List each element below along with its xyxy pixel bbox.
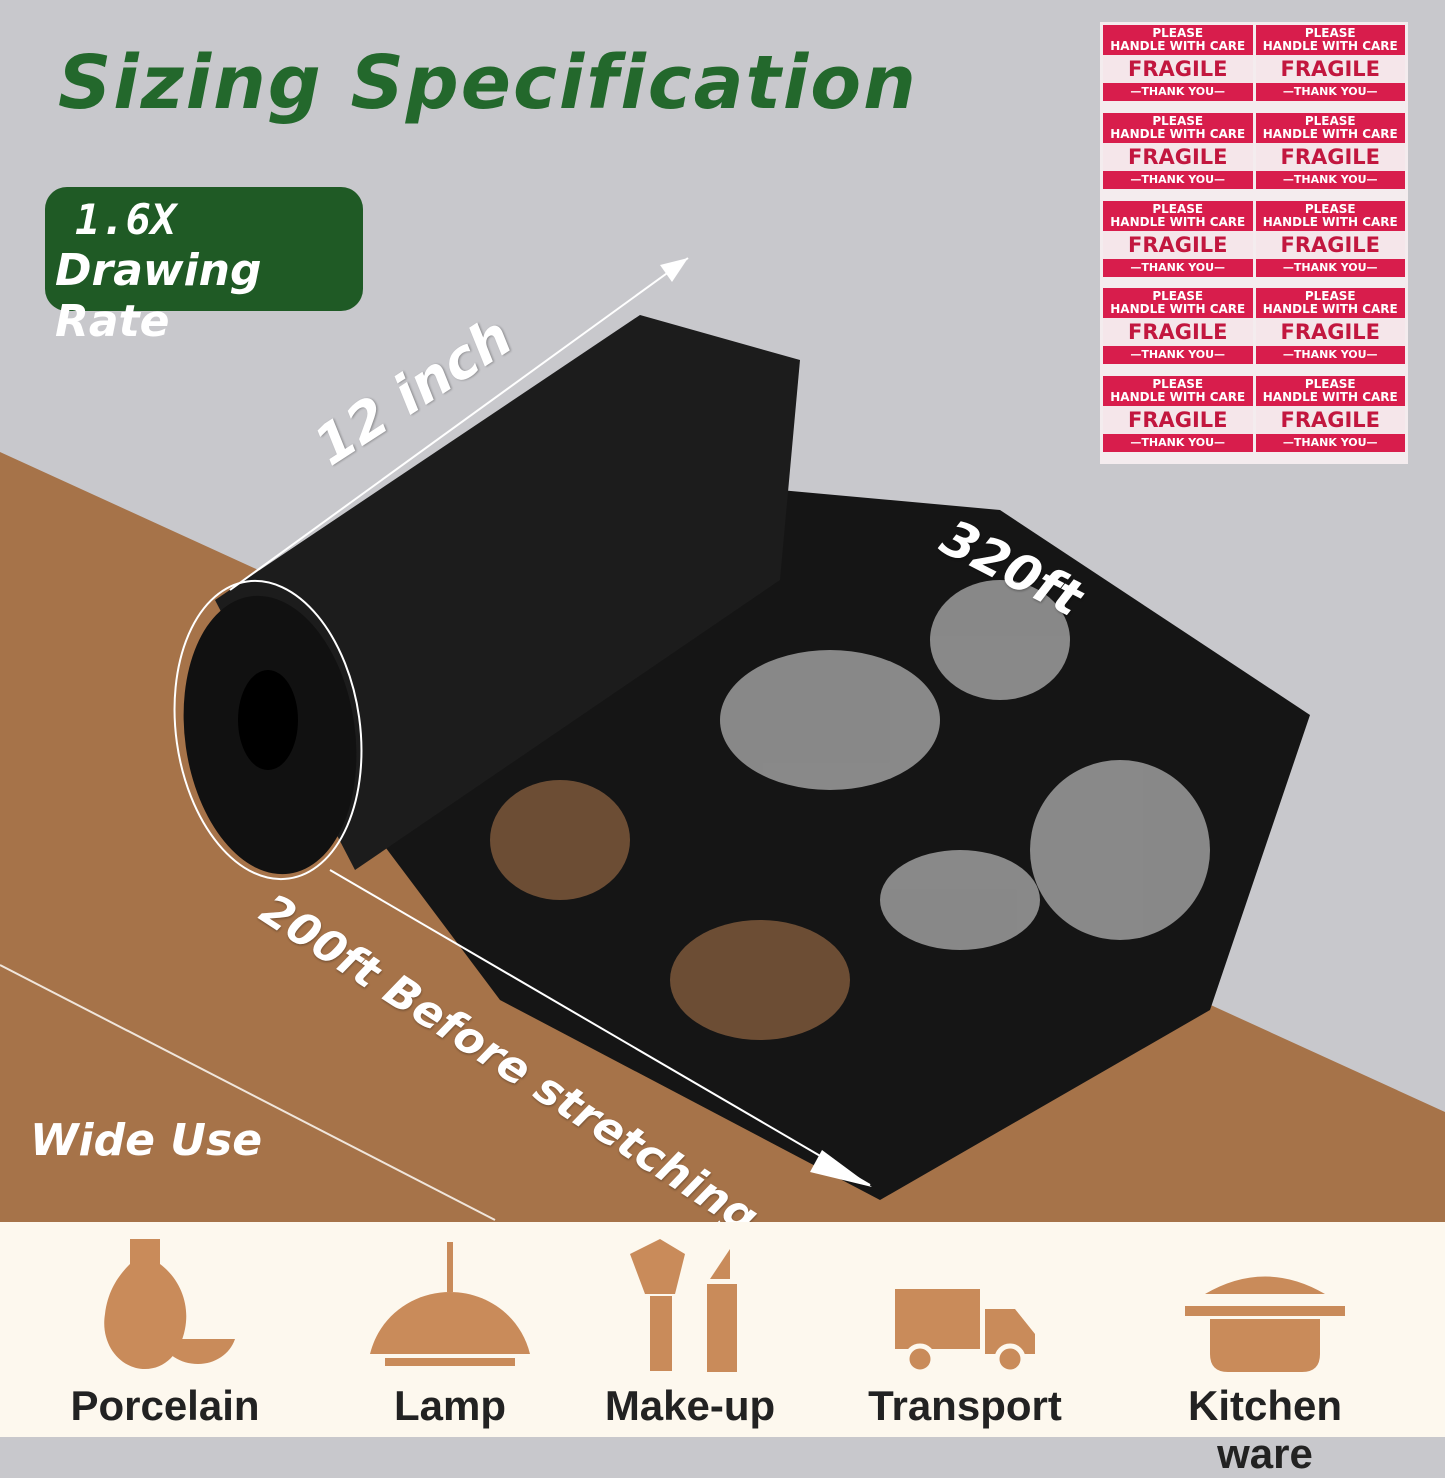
sticker-thanks: —THANK YOU— (1103, 170, 1253, 189)
sticker-thanks: —THANK YOU— (1255, 83, 1405, 101)
honeycomb-pattern (720, 580, 1210, 950)
sticker-handle: HANDLE WITH CARE (1110, 390, 1246, 405)
sticker-handle: HANDLE WITH CARE (1110, 302, 1246, 317)
vase-bowl-icon (104, 1239, 235, 1369)
sticker-please: PLEASE (1152, 201, 1204, 216)
sticker-please: PLEASE (1304, 26, 1356, 40)
sticker-thanks: —THANK YOU— (1103, 346, 1253, 365)
product-scene (0, 257, 1445, 1222)
roll-outline (173, 579, 363, 881)
sticker-handle: HANDLE WITH CARE (1110, 126, 1246, 141)
sticker-thanks: —THANK YOU— (1103, 258, 1253, 277)
sticker-fragile: FRAGILE (1103, 142, 1253, 171)
sticker-handle: HANDLE WITH CARE (1262, 302, 1398, 317)
sticker-thanks: —THANK YOU— (1255, 434, 1405, 453)
sticker-handle: HANDLE WITH CARE (1110, 214, 1246, 229)
sticker-thanks: —THANK YOU— (1255, 170, 1405, 189)
sticker-please: PLEASE (1152, 289, 1204, 304)
use-label: Transport (868, 1382, 1062, 1429)
sticker-please: PLEASE (1152, 377, 1204, 392)
use-kitchen-ware: Kitchen ware (1135, 1222, 1395, 1477)
sticker-please: PLEASE (1304, 113, 1356, 128)
floor-edge-line (0, 964, 496, 1221)
pot-icon (1185, 1276, 1345, 1372)
width-arrow (229, 257, 689, 591)
makeup-brush-lipstick-icon (630, 1239, 737, 1372)
sticker-fragile: FRAGILE (1255, 406, 1405, 435)
sticker-fragile: FRAGILE (1255, 142, 1405, 171)
sticker-fragile: FRAGILE (1103, 55, 1253, 83)
sticker-thanks: —THANK YOU— (1255, 258, 1405, 277)
page-title: Sizing Specification (58, 40, 918, 126)
use-makeup: Make-up (560, 1222, 820, 1437)
sticker-fragile: FRAGILE (1103, 230, 1253, 259)
sticker-fragile: FRAGILE (1255, 318, 1405, 347)
sticker-fragile: FRAGILE (1255, 55, 1405, 83)
wide-use-label: Wide Use (30, 1115, 263, 1166)
badge-rate: 1.6X (75, 195, 177, 244)
length-arrow (329, 869, 871, 1186)
sticker-handle: HANDLE WITH CARE (1262, 39, 1398, 53)
sticker-please: PLEASE (1304, 201, 1356, 216)
sticker-thanks: —THANK YOU— (1103, 83, 1253, 101)
use-label: Lamp (393, 1382, 506, 1429)
use-transport: Transport (835, 1222, 1095, 1437)
sticker-handle: HANDLE WITH CARE (1262, 214, 1398, 229)
sticker-please: PLEASE (1152, 26, 1204, 40)
truck-icon (895, 1289, 1035, 1374)
honeycomb-holes-brown (490, 780, 850, 1040)
use-label: Make-up (604, 1382, 776, 1429)
sticker-fragile: FRAGILE (1103, 318, 1253, 347)
sticker-handle: HANDLE WITH CARE (1262, 390, 1398, 405)
paper-roll-core (238, 670, 298, 770)
lamp-icon (370, 1242, 530, 1366)
sticker-please: PLEASE (1304, 377, 1356, 392)
sticker-thanks: —THANK YOU— (1103, 434, 1253, 453)
uses-band: Porcelain Lamp Make-up Transport Kitchen… (0, 1222, 1445, 1477)
sticker-fragile: FRAGILE (1255, 230, 1405, 259)
sticker-fragile: FRAGILE (1103, 406, 1253, 435)
sticker-handle: HANDLE WITH CARE (1110, 39, 1246, 53)
use-label: Porcelain (70, 1382, 260, 1429)
length-arrowhead (810, 1150, 872, 1187)
use-porcelain: Porcelain (35, 1222, 295, 1437)
use-label: Kitchen ware (1187, 1382, 1342, 1477)
use-lamp: Lamp (320, 1222, 580, 1437)
sticker-handle: HANDLE WITH CARE (1262, 126, 1398, 141)
sticker-please: PLEASE (1152, 113, 1204, 128)
sticker-please: PLEASE (1304, 289, 1356, 304)
drawing-rate-badge: 1.6X Drawing Rate (45, 187, 363, 347)
width-arrowhead (660, 258, 688, 282)
badge-label: Drawing Rate (55, 245, 262, 347)
sticker-thanks: —THANK YOU— (1255, 346, 1405, 365)
